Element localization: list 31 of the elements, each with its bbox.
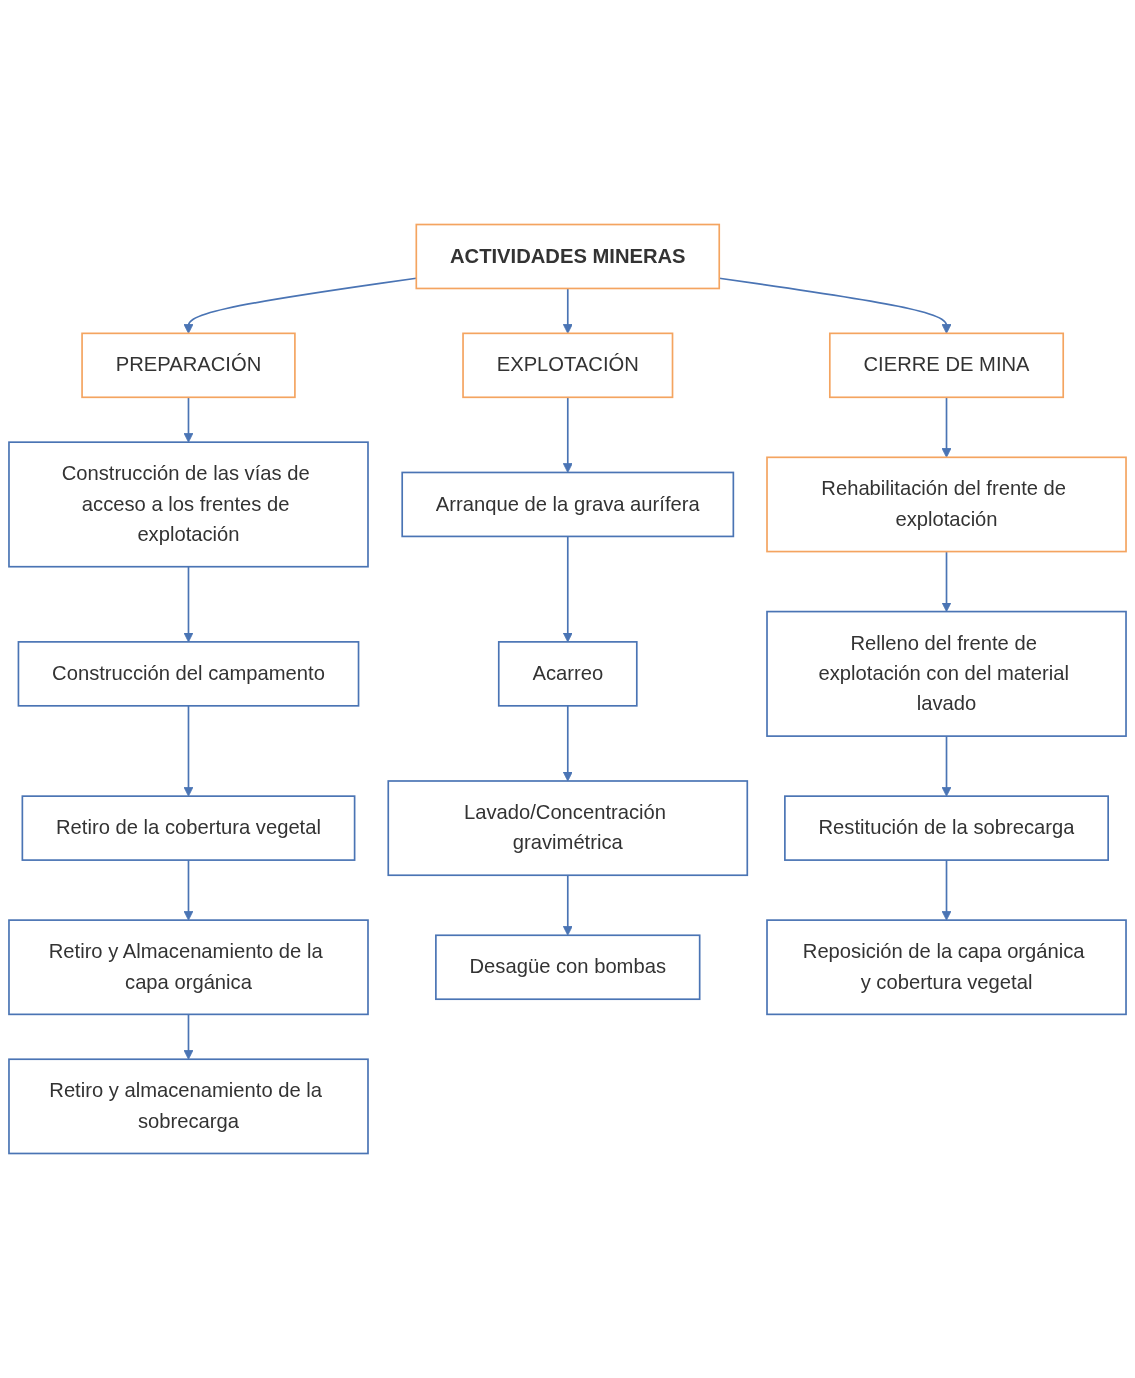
node-box: Rehabilitación del frente de explotación (766, 456, 1127, 553)
node-box: Retiro y almacenamiento de la sobrecarga (8, 1058, 369, 1155)
node-box: Arranque de la grava aurífera (401, 471, 735, 538)
node-box: EXPLOTACIÓN (462, 332, 674, 399)
node-box: Acarreo (497, 641, 638, 707)
arrow (183, 1013, 194, 1060)
arrow (562, 874, 573, 936)
arrow (941, 735, 952, 797)
node-box: Desagüe con bombas (435, 934, 701, 1001)
node-box: Retiro de la cobertura vegetal (21, 795, 356, 861)
node-box: Lavado/Concentración gravimétrica (387, 780, 749, 877)
node-box: PREPARACIÓN (81, 332, 296, 399)
arrow (562, 287, 573, 334)
arrow (941, 396, 952, 458)
arrow (183, 565, 194, 643)
node-box: Construcción de las vías de acceso a los frentes de explotación (8, 441, 369, 568)
node-box: Restitución de la sobrecarga (784, 795, 1109, 861)
node-box: Construcción del campamento (17, 641, 360, 707)
node-box: ACTIVIDADES MINERAS (415, 223, 721, 290)
arrow (562, 535, 573, 643)
node-box: Reposición de la capa orgánica y cobertura vegetal (766, 919, 1127, 1016)
node-box: Retiro y Almacenamiento de la capa orgánica (8, 919, 369, 1016)
arrow (183, 859, 194, 921)
node-box: CIERRE DE MINA (829, 332, 1065, 399)
arrow (941, 859, 952, 921)
node-box: Relleno del frente de explotación con del material lavado (766, 610, 1127, 737)
arrow (941, 550, 952, 613)
arrow (562, 396, 573, 473)
arrow (183, 396, 194, 443)
arrow (562, 705, 573, 782)
arrow (183, 705, 194, 797)
